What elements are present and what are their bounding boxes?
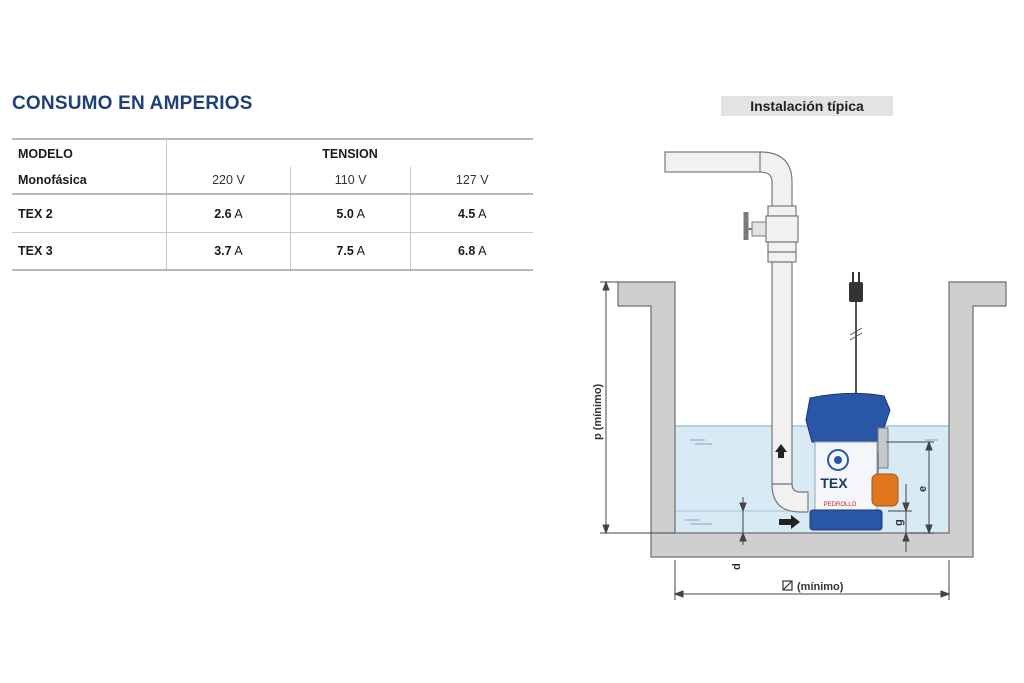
phase-label: Monofásica: [12, 167, 167, 195]
table-header-row: MODELO TENSION: [12, 138, 533, 167]
arrow-up-icon: [775, 444, 787, 452]
amp-value: 5.0 A: [289, 194, 411, 233]
amp-value: 4.5 A: [410, 194, 533, 233]
amp-value: 2.6 A: [166, 194, 291, 233]
dimension-p-label: p (mínimo): [592, 383, 604, 440]
table-row: TEX 2 2.6 A 5.0 A 4.5 A: [12, 194, 533, 233]
dimension-p: [600, 280, 675, 535]
power-cable: [849, 272, 863, 398]
water-ripples: [685, 439, 938, 525]
arrow-right-icon: [791, 515, 800, 529]
voltage-110: 110 V: [289, 167, 411, 195]
dimension-g: [888, 484, 912, 552]
dimension-e-label: e: [917, 486, 929, 492]
valve-icon: [743, 212, 767, 240]
voltage-127: 127 V: [410, 167, 533, 195]
pump-brand-label: PEDROLLO: [824, 502, 857, 508]
dimension-d-label: d: [731, 563, 743, 570]
model-name: TEX 3: [12, 232, 167, 271]
dimension-d: [739, 497, 747, 545]
header-model: MODELO: [12, 138, 167, 167]
amp-value: 3.7 A: [166, 232, 291, 271]
dimension-width-label: (mínimo): [797, 581, 844, 593]
header-tension: TENSION: [166, 138, 533, 167]
table-voltage-row: Monofásica 220 V 110 V 127 V: [12, 167, 533, 195]
page-title: CONSUMO EN AMPERIOS: [12, 93, 253, 114]
amp-value: 6.8 A: [410, 232, 533, 271]
dimension-g-label: g: [893, 519, 905, 526]
voltage-220: 220 V: [166, 167, 291, 195]
table-row: TEX 3 3.7 A 7.5 A 6.8 A: [12, 232, 533, 271]
installation-label: Instalación típica: [721, 96, 893, 116]
discharge-pipe: [664, 151, 809, 513]
pump: TEX PEDROLLO: [805, 392, 899, 531]
float-switch: [871, 473, 899, 507]
square-section-icon: [782, 580, 793, 591]
dimension-e: [886, 440, 934, 535]
amperage-table: MODELO TENSION Monofásica 220 V 110 V 12…: [12, 138, 533, 271]
plug-icon: [849, 282, 863, 302]
model-name: TEX 2: [12, 194, 167, 233]
pump-model-label: TEX: [820, 475, 848, 491]
amp-value: 7.5 A: [289, 232, 411, 271]
dimension-width: [673, 560, 951, 600]
swirl-logo-icon: [827, 449, 849, 471]
